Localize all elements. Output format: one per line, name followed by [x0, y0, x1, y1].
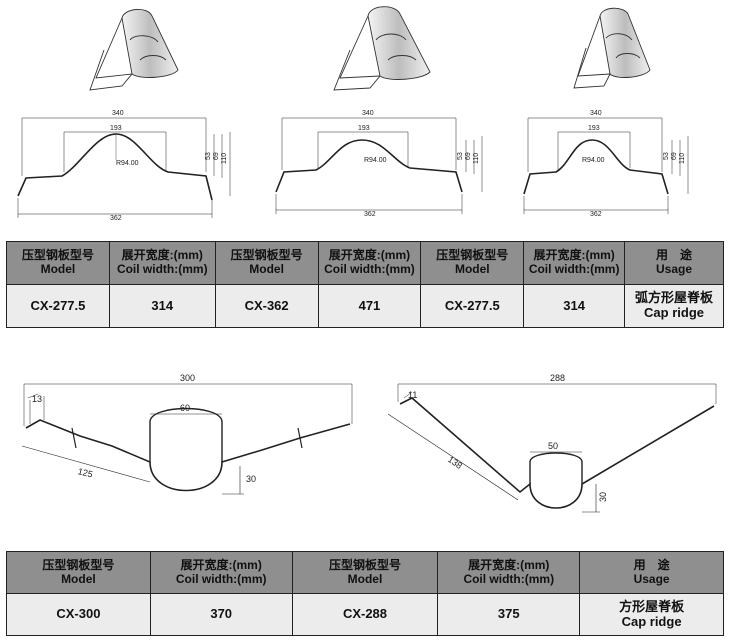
p2-width-top: 340 — [362, 110, 374, 117]
t1-model-3: CX-277.5 — [420, 284, 525, 328]
ridge-sketch-3 — [573, 7, 651, 89]
p3-h3: 110 — [679, 153, 686, 164]
t1-coil-1: 314 — [108, 284, 216, 328]
p2-radius: R94.00 — [364, 157, 387, 164]
p2-width-mid: 193 — [358, 125, 370, 132]
p1-radius: R94.00 — [116, 160, 139, 167]
ridge-sketch-1 — [89, 9, 179, 91]
cx288-channel: 50 — [548, 441, 558, 451]
t2-model-1: CX-300 — [6, 593, 151, 636]
p3-width-bottom: 362 — [590, 211, 602, 218]
profile-cx300 — [21, 383, 353, 495]
p3-h1: 53 — [663, 152, 670, 160]
cx300-channel: 60 — [180, 403, 190, 413]
ridge-sketch-2 — [333, 6, 431, 91]
cx288-depth: 30 — [598, 492, 608, 502]
p1-h3: 110 — [221, 153, 228, 164]
cx300-slant: 125 — [77, 466, 94, 479]
cx288-width: 288 — [550, 373, 565, 383]
profile-cx288 — [387, 383, 717, 513]
p1-width-top: 340 — [112, 110, 124, 117]
p3-h2: 69 — [671, 152, 678, 160]
p1-h2: 69 — [213, 152, 220, 160]
t1-h-coil-2: 展开宽度:(mm)Coil width:(mm) — [317, 241, 422, 285]
profile-1 — [17, 117, 231, 218]
p2-h2: 69 — [465, 152, 472, 160]
p1-h1: 53 — [205, 152, 212, 160]
t2-h-coil-1: 展开宽度:(mm)Coil width:(mm) — [149, 551, 293, 594]
t1-coil-3: 314 — [523, 284, 626, 328]
cx288-flange: 11 — [408, 390, 417, 400]
p3-width-top: 340 — [590, 110, 602, 117]
cx300-depth: 30 — [246, 474, 256, 484]
t1-model-2: CX-362 — [214, 284, 319, 328]
p1-width-bottom: 362 — [110, 215, 122, 222]
p2-h1: 53 — [457, 152, 464, 160]
t2-h-coil-2: 展开宽度:(mm)Coil width:(mm) — [437, 551, 581, 594]
p3-width-mid: 193 — [588, 125, 600, 132]
t1-coil-2: 471 — [317, 284, 422, 328]
cx288-slant: 138 — [446, 454, 464, 471]
t1-h-coil-1: 展开宽度:(mm)Coil width:(mm) — [108, 241, 216, 285]
p2-h3: 110 — [473, 153, 480, 164]
p2-width-bottom: 362 — [364, 211, 376, 218]
t1-h-coil-3: 展开宽度:(mm)Coil width:(mm) — [523, 241, 626, 285]
t1-model-1: CX-277.5 — [6, 284, 110, 328]
profile-2 — [275, 117, 483, 214]
t2-coil-2: 375 — [437, 593, 581, 636]
cx300-flange: 13 — [32, 394, 42, 404]
cx300-width: 300 — [180, 373, 195, 383]
p1-width-mid: 193 — [110, 125, 122, 132]
p3-radius: R94.00 — [582, 157, 605, 164]
t2-model-2: CX-288 — [291, 593, 439, 636]
profile-3 — [523, 117, 689, 214]
dimension-labels: 340 193 R94.00 53 69 110 362 340 193 R94… — [32, 110, 686, 502]
t2-coil-1: 370 — [149, 593, 293, 636]
